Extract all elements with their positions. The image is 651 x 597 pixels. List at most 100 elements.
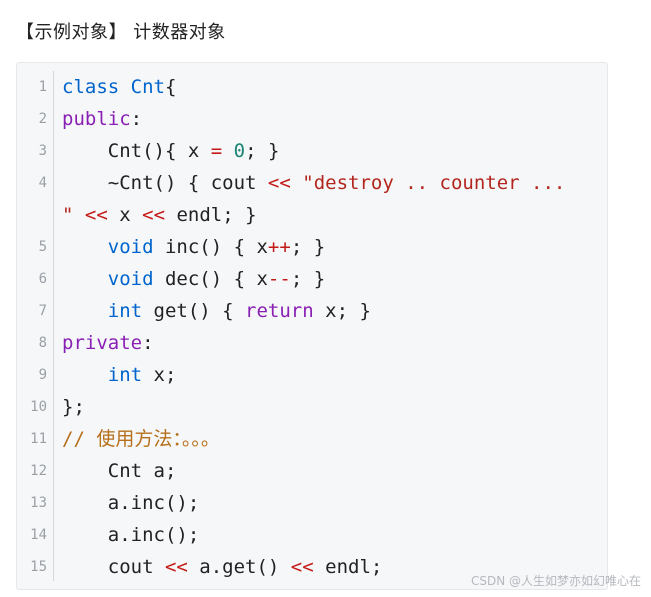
line-number: 10 [30,399,47,415]
code-line: 10}; [17,391,607,423]
code-token: class [62,76,131,98]
code-text: a.inc(); [62,519,200,551]
code-line: 6 void dec() { x--; } [17,263,607,295]
watermark: CSDN @人生如梦亦如幻唯心在 [470,574,641,588]
line-number: 4 [38,175,47,191]
gutter-divider [53,71,54,581]
code-text: a.inc(); [62,487,200,519]
code-line: 14 a.inc(); [17,519,607,551]
code-token: << [142,204,166,226]
code-token: a.get() [187,556,291,578]
line-number: 8 [38,335,47,351]
code-text: cout << a.get() << endl; [62,551,383,583]
code-text: private: [62,327,154,359]
code-line: 5 void inc() { x++; } [17,231,607,263]
code-token: }; [62,396,85,418]
code-token: << [164,556,188,578]
code-token [222,140,233,162]
code-token: ~Cnt() { cout [62,172,268,194]
code-line: 2 public: [17,103,607,135]
code-token [291,172,302,194]
line-number: 2 [38,111,47,127]
code-token: { [164,76,177,98]
line-number: 15 [30,559,47,575]
code-token: : [142,332,154,354]
code-line: 4 ~Cnt() { cout << "destroy .. counter .… [17,167,607,199]
code-token: a.inc(); [62,524,200,546]
line-number: 9 [38,367,47,383]
line-number: 7 [38,303,47,319]
code-text: int x; [62,359,177,391]
code-text: ~Cnt() { cout << "destroy .. counter ... [62,167,566,199]
code-line: 8 private: [17,327,607,359]
code-text: Cnt(){ x = 0; } [62,135,280,167]
code-token: << [267,172,291,194]
code-token: x [107,204,143,226]
code-line: " << x << endl; } [17,199,607,231]
code-text: class Cnt{ [62,71,176,103]
code-token: x; [142,364,177,386]
code-text: void inc() { x++; } [62,231,325,263]
code-token: : [130,108,143,130]
code-token: void [107,268,154,290]
code-token: cout [62,556,165,578]
code-token: public [62,108,131,130]
code-token: = [210,140,223,162]
code-token: int [107,300,143,322]
code-token: int [107,364,143,386]
code-token [73,204,84,226]
code-text: // 使用方法：。。。 [62,423,220,455]
line-number: 5 [38,239,47,255]
code-text: public: [62,103,142,135]
code-token: dec() { x [153,268,268,290]
line-number: 6 [38,271,47,287]
code-line: 7 int get() { return x; } [17,295,607,327]
code-text: }; [62,391,85,423]
code-token [62,268,108,290]
code-token: ++ [267,236,291,258]
code-token: " [62,204,74,226]
line-number: 11 [30,431,47,447]
code-token: private [62,332,143,354]
code-token: Cnt [130,76,165,98]
line-number: 13 [30,495,47,511]
code-token: << [84,204,108,226]
code-token: "destroy .. counter ... [302,172,566,194]
code-text: void dec() { x--; } [62,263,325,295]
code-token: 0 [233,140,246,162]
code-token: a.inc(); [62,492,200,514]
code-line: 3 Cnt(){ x = 0; } [17,135,607,167]
code-token [62,364,108,386]
code-token: Cnt(){ x [62,140,211,162]
code-line: 13 a.inc(); [17,487,607,519]
code-token: << [290,556,314,578]
code-token: ; } [245,140,280,162]
code-token: endl; } [165,204,257,226]
line-number: 12 [30,463,47,479]
code-token: Cnt a; [62,460,177,482]
code-text: " << x << endl; } [62,199,257,231]
code-token: return [245,300,314,322]
code-token: inc() { x [153,236,268,258]
code-token: ; } [290,236,326,258]
code-token: get() { [142,300,246,322]
code-text: int get() { return x; } [62,295,371,327]
code-token: -- [267,268,291,290]
code-token: void [107,236,154,258]
line-number: 3 [38,143,47,159]
code-token: // 使用方法：。。。 [62,428,220,450]
line-number: 14 [30,527,47,543]
code-line: 11 // 使用方法：。。。 [17,423,607,455]
code-line: 15 cout << a.get() << endl; [17,551,607,583]
code-token: endl; [313,556,383,578]
code-token [62,236,108,258]
code-line: 12 Cnt a; [17,455,607,487]
code-token [62,300,108,322]
code-token: x; } [313,300,371,322]
code-token: ; } [290,268,326,290]
code-line: 9 int x; [17,359,607,391]
line-number: 1 [38,79,47,95]
code-line: 1 class Cnt{ [17,71,607,103]
section-heading: 【示例对象】 计数器对象 [16,22,226,43]
